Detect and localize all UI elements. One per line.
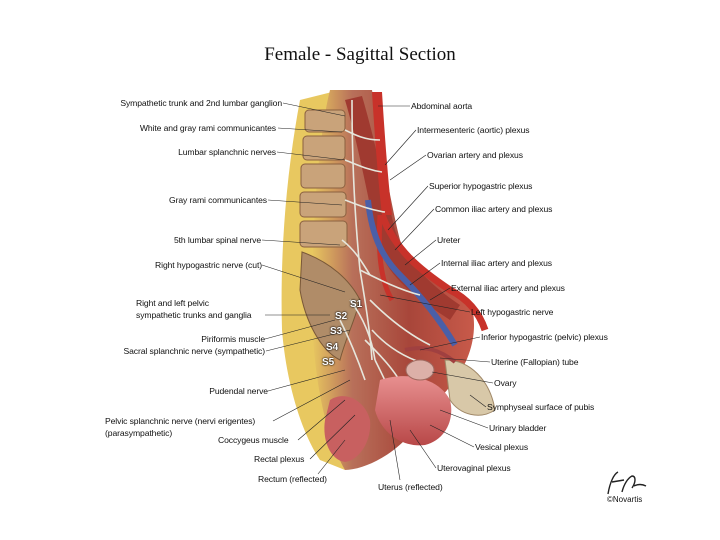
abdominal-aorta-vessel [372, 92, 392, 215]
label-piriformis: Piriformis muscle [201, 334, 265, 344]
psoas-muscle [345, 96, 460, 320]
posterior-body-wall [311, 90, 475, 470]
rectum-organ [324, 396, 371, 462]
iliac-artery-vessel [378, 213, 489, 332]
page-title: Female - Sagittal Section [264, 44, 456, 65]
label-uterus: Uterus (reflected) [378, 482, 443, 492]
label-gray-rami: Gray rami communicantes [169, 195, 267, 205]
label-superior-hypogastric: Superior hypogastric plexus [429, 181, 533, 191]
label-abdominal-aorta: Abdominal aorta [411, 101, 473, 111]
label-pelvic-trunks-1: Right and left pelvic [136, 298, 209, 308]
label-5th-lumbar-nerve: 5th lumbar spinal nerve [173, 235, 261, 245]
label-internal-iliac: Internal iliac artery and plexus [441, 258, 552, 268]
sacral-label-s3: S3 [330, 326, 343, 337]
sacral-label-s1: S1 [350, 299, 363, 310]
label-rectum: Rectum (reflected) [258, 474, 327, 484]
label-rectal-plexus: Rectal plexus [254, 454, 305, 464]
label-urinary-bladder: Urinary bladder [489, 423, 547, 433]
nerve-network [339, 99, 431, 421]
sacral-label-s5: S5 [322, 357, 335, 368]
label-external-iliac: External iliac artery and plexus [451, 283, 565, 293]
label-uterine-tube: Uterine (Fallopian) tube [491, 357, 579, 367]
netter-signature [607, 471, 647, 495]
label-symphyseal-surface: Symphyseal surface of pubis [487, 402, 595, 412]
label-ureter: Ureter [437, 235, 461, 245]
label-pelvic-trunks-2: sympathetic trunks and ganglia [136, 310, 252, 320]
pubis-bone [444, 359, 496, 416]
fallopian-tube [404, 346, 457, 364]
copyright-text: ©Novartis [607, 495, 643, 504]
label-uterovaginal-plexus: Uterovaginal plexus [437, 463, 511, 473]
ovary-organ [405, 359, 435, 381]
label-leaders [261, 102, 494, 481]
label-pudendal-nerve: Pudendal nerve [209, 386, 268, 396]
label-ovary: Ovary [494, 378, 517, 388]
iliac-vein-vessel [365, 199, 458, 347]
label-lumbar-splanchnic: Lumbar splanchnic nerves [178, 147, 276, 157]
label-parasympathetic: (parasympathetic) [105, 428, 173, 438]
label-vesical-plexus: Vesical plexus [475, 442, 529, 452]
sacral-label-s4: S4 [326, 342, 339, 353]
label-inferior-hypogastric: Inferior hypogastric (pelvic) plexus [481, 332, 608, 342]
label-coccygeus: Coccygeus muscle [218, 435, 289, 445]
label-pelvic-splanchnic: Pelvic splanchnic nerve (nervi erigentes… [105, 416, 256, 426]
uterus-organ [375, 376, 452, 446]
label-sympathetic-trunk: Sympathetic trunk and 2nd lumbar ganglio… [120, 98, 282, 108]
vertebral-column [299, 109, 361, 361]
label-ovarian-artery: Ovarian artery and plexus [427, 150, 523, 160]
sacral-label-s2: S2 [335, 311, 348, 322]
label-common-iliac: Common iliac artery and plexus [435, 204, 553, 214]
label-right-hypogastric: Right hypogastric nerve (cut) [155, 260, 262, 270]
label-left-hypogastric: Left hypogastric nerve [471, 307, 554, 317]
label-intermesenteric: Intermesenteric (aortic) plexus [417, 125, 530, 135]
label-rami-communicantes: White and gray rami communicantes [139, 123, 276, 133]
label-sacral-splanchnic: Sacral splanchnic nerve (sympathetic) [123, 346, 265, 356]
